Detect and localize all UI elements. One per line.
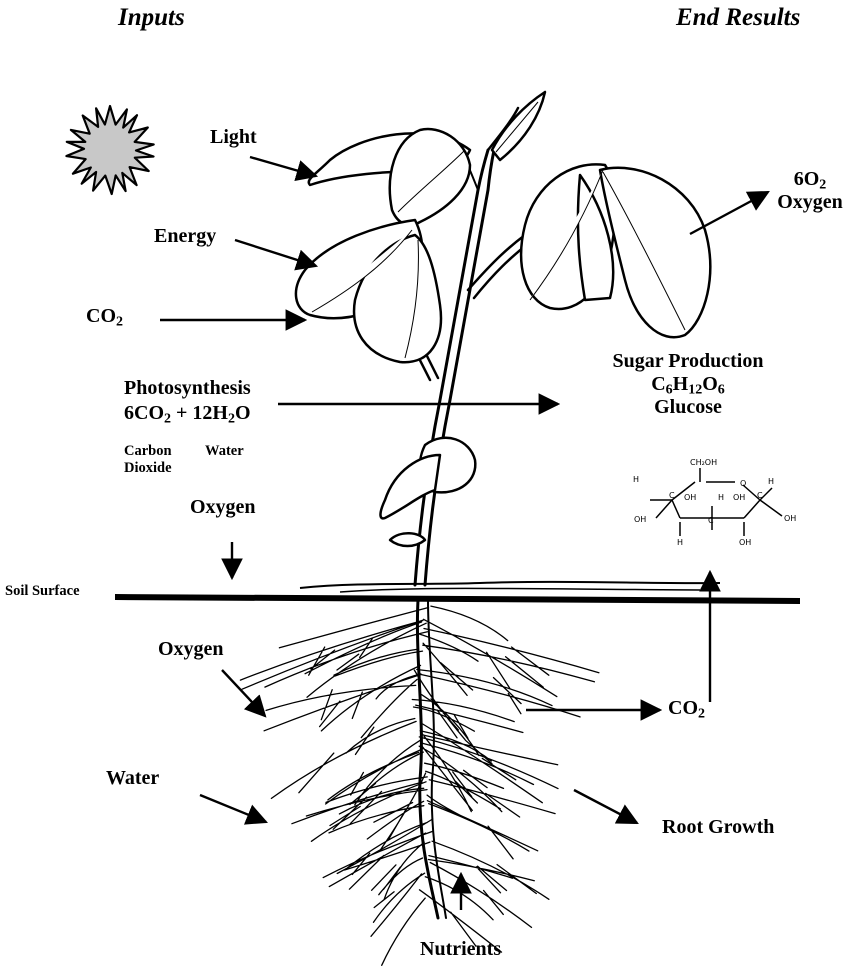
- svg-text:H: H: [677, 538, 683, 547]
- o2-result-label: 6O2 Oxygen: [770, 168, 850, 214]
- photosynthesis-equation: 6CO2 + 12H2O: [124, 402, 251, 425]
- arrow-light: [250, 157, 316, 176]
- nutrients-label: Nutrients: [420, 938, 501, 961]
- arrow-energy: [235, 240, 316, 266]
- svg-text:C: C: [669, 491, 675, 500]
- svg-text:CH₂OH: CH₂OH: [690, 458, 717, 467]
- photosynthesis-label: Photosynthesis: [124, 377, 251, 400]
- arrow-root-growth: [574, 790, 637, 823]
- arrow-water-root: [200, 795, 266, 822]
- energy-label: Energy: [154, 225, 216, 248]
- svg-text:OH: OH: [684, 493, 696, 502]
- svg-text:H: H: [718, 493, 724, 502]
- svg-text:C: C: [708, 516, 714, 525]
- oxygen-top-label: Oxygen: [190, 496, 256, 519]
- svg-text:H: H: [768, 477, 774, 486]
- svg-text:O: O: [740, 479, 746, 488]
- soil-surface-label: Soil Surface: [5, 583, 80, 600]
- svg-text:OH: OH: [634, 515, 646, 524]
- arrow-oxygen-root: [222, 670, 265, 716]
- soil-surface-line: [115, 582, 800, 604]
- carbon-dioxide-label: Carbon Dioxide: [124, 443, 172, 476]
- sun-icon: [66, 106, 153, 194]
- arrow-o2-out: [690, 192, 768, 234]
- glucose-labels: CH₂OH O H H OH OH OH H OH H OH C C C: [633, 458, 796, 547]
- water-small-label: Water: [205, 443, 244, 460]
- svg-text:OH: OH: [733, 493, 745, 502]
- co2-right-label: CO2: [668, 697, 705, 720]
- plant-leaves: [296, 92, 710, 546]
- svg-text:C: C: [757, 491, 763, 500]
- sugar-production-label: Sugar Production C6H12O6 Glucose: [578, 350, 798, 419]
- svg-text:OH: OH: [784, 514, 796, 523]
- co2-left-label: CO2: [86, 305, 123, 328]
- svg-text:OH: OH: [739, 538, 751, 547]
- water-root-label: Water: [106, 767, 159, 790]
- inputs-header: Inputs: [118, 4, 185, 33]
- svg-text:H: H: [633, 475, 639, 484]
- end-results-header: End Results: [676, 4, 800, 33]
- plant-roots: [240, 600, 599, 965]
- root-growth-label: Root Growth: [662, 816, 774, 839]
- glucose-formula: C6H12O6: [578, 373, 798, 396]
- light-label: Light: [210, 126, 257, 149]
- glucose-structure: [650, 468, 782, 536]
- oxygen-root-label: Oxygen: [158, 638, 224, 661]
